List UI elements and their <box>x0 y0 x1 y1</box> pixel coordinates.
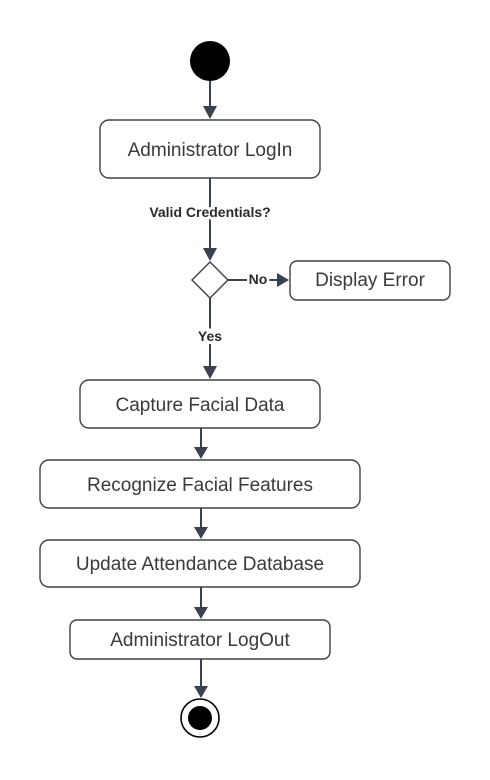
action-admin-logout-label: Administrator LogOut <box>110 630 290 651</box>
arrowhead <box>194 447 208 459</box>
arrowhead <box>277 273 289 287</box>
start-node <box>190 41 230 81</box>
arrowhead <box>194 607 208 619</box>
end-node <box>180 698 220 738</box>
arrowhead <box>203 248 217 261</box>
no-label: No <box>249 271 268 287</box>
action-display-error: Display Error <box>289 260 451 301</box>
action-admin-login-label: Administrator LogIn <box>128 140 293 161</box>
arrowhead <box>203 366 217 379</box>
yes-label: Yes <box>198 328 222 344</box>
decision-node <box>191 261 229 299</box>
arrowhead <box>203 106 217 119</box>
action-display-error-label: Display Error <box>315 270 425 291</box>
action-admin-logout: Administrator LogOut <box>69 619 331 660</box>
decision-question-label: Valid Credentials? <box>149 204 270 220</box>
arrowhead <box>194 527 208 539</box>
action-recognize-facial-features: Recognize Facial Features <box>39 459 361 509</box>
arrowhead <box>194 686 208 698</box>
action-capture-facial-data: Capture Facial Data <box>79 379 321 429</box>
action-update-attendance-database-label: Update Attendance Database <box>76 554 324 575</box>
action-recognize-facial-features-label: Recognize Facial Features <box>87 475 313 496</box>
action-admin-login: Administrator LogIn <box>99 119 321 179</box>
action-capture-facial-data-label: Capture Facial Data <box>116 395 285 416</box>
action-update-attendance-database: Update Attendance Database <box>39 539 361 588</box>
